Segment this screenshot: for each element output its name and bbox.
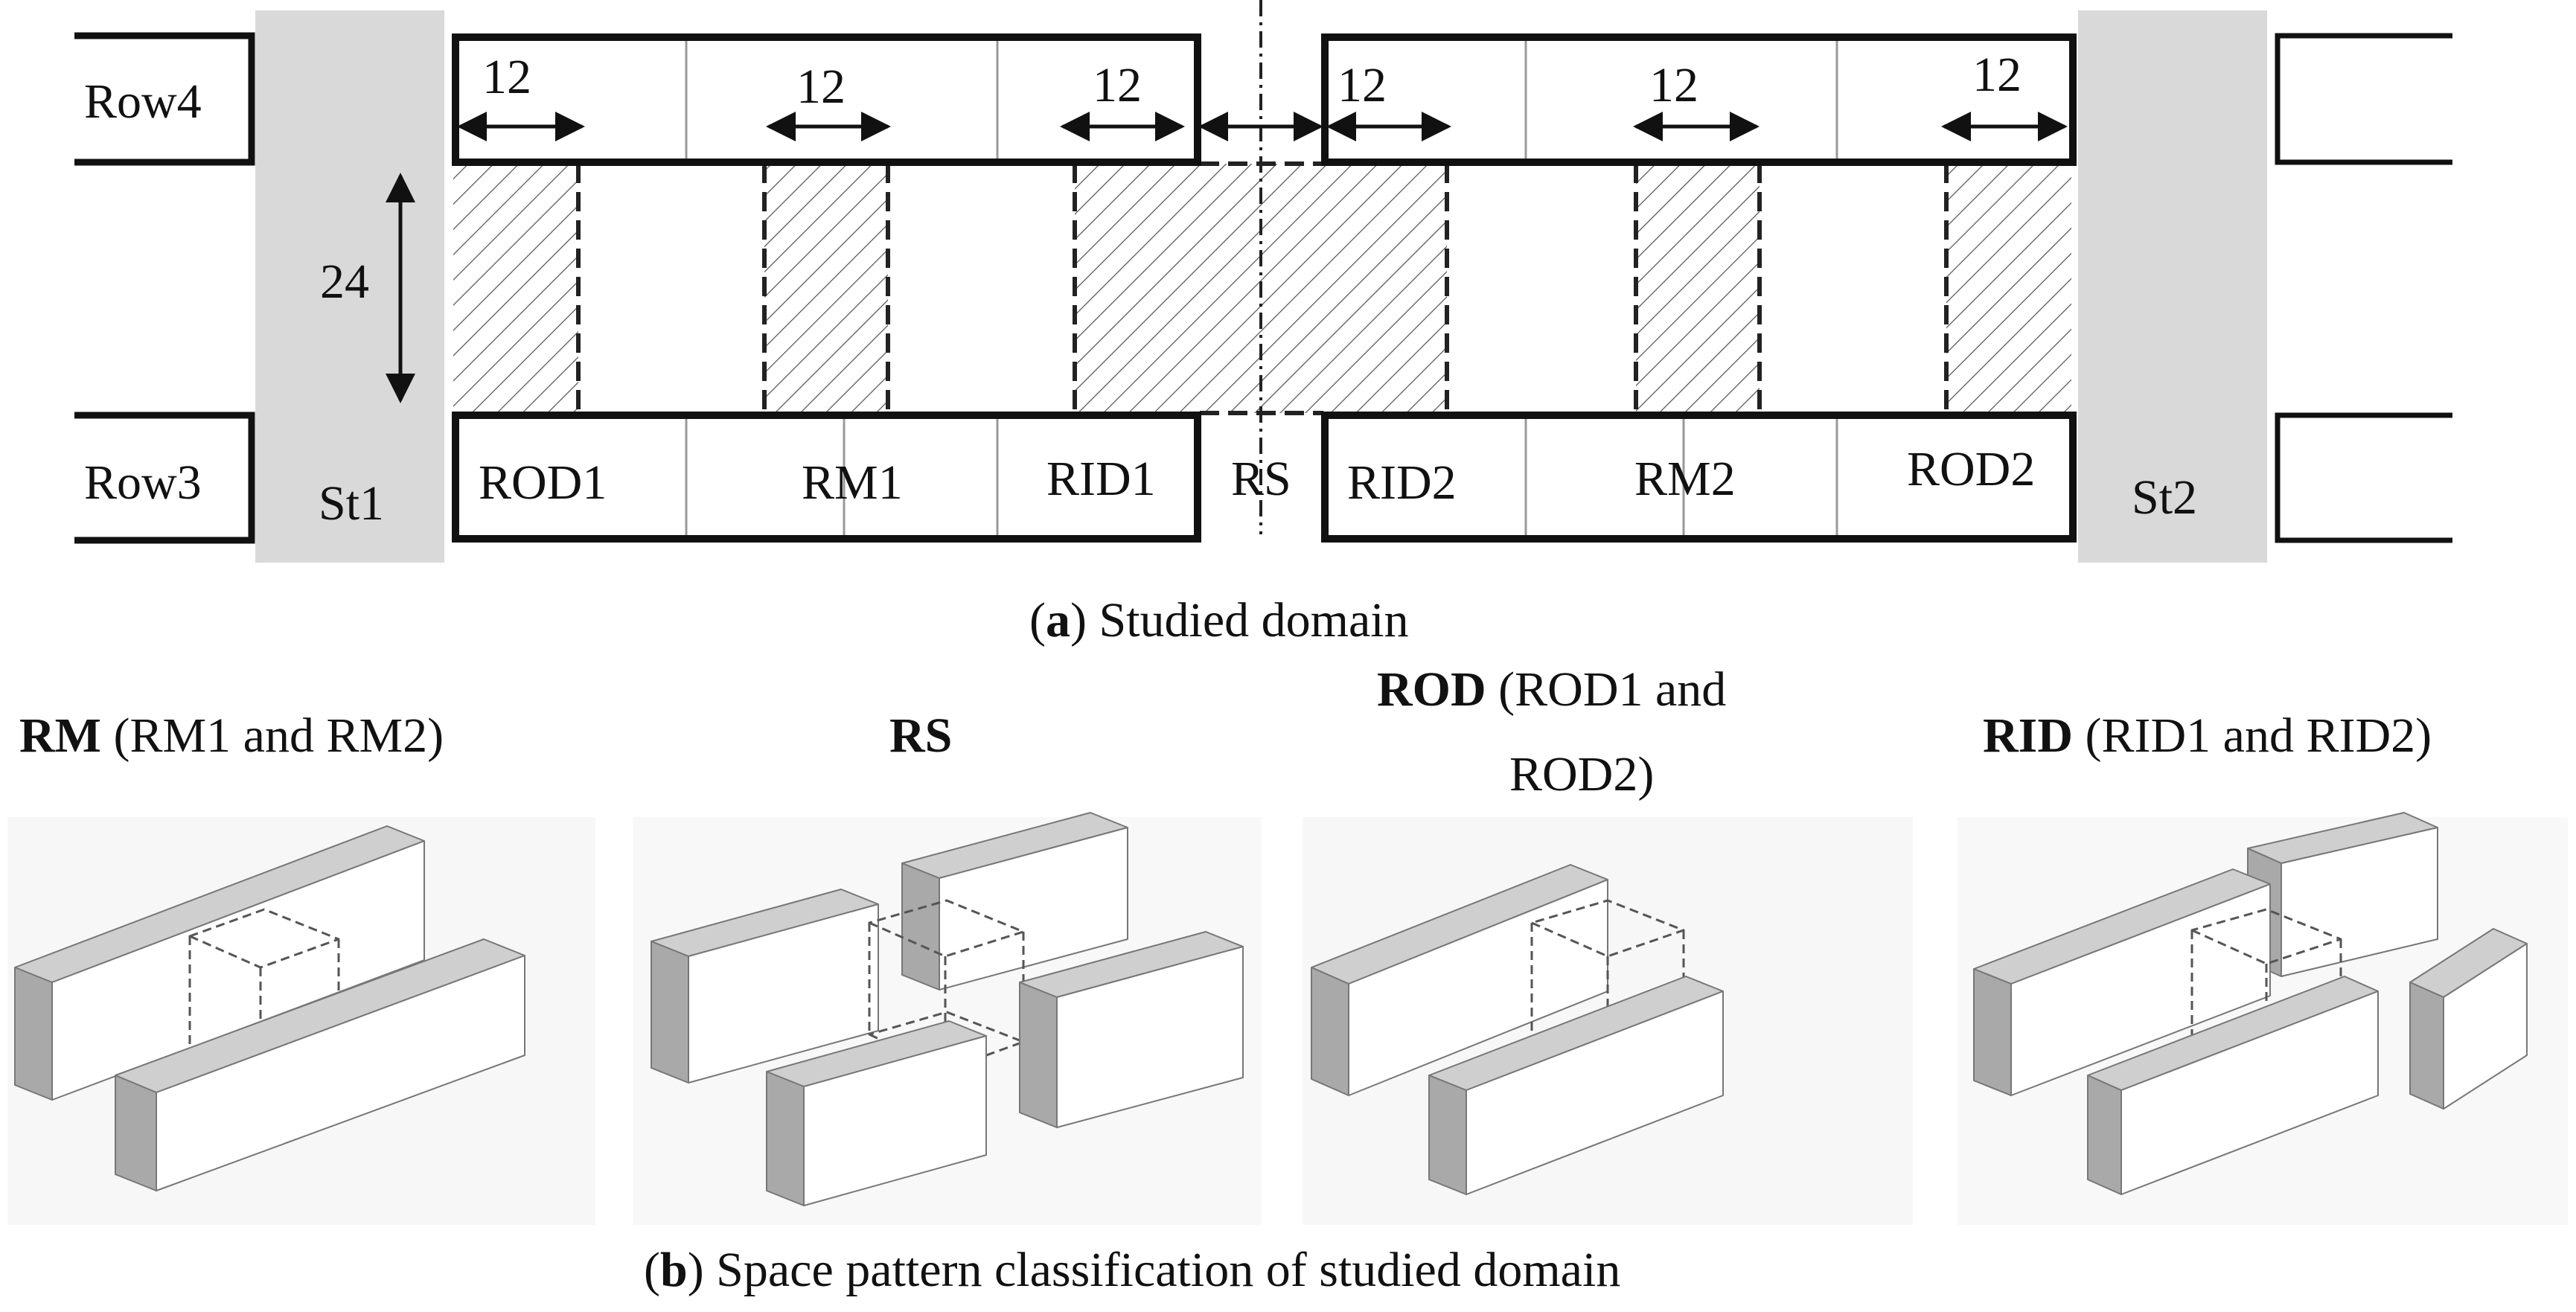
block-dividers [685,39,1838,537]
row-blocks [452,33,2077,543]
dim-label: 12 [482,50,531,104]
row3-label: Row3 [84,455,202,510]
panel-title-rid: RID (RID1 and RID2) [1983,708,2432,763]
dim-label: 12 [1649,58,1698,112]
row4-block-left [452,33,1201,166]
row4-label: Row4 [84,74,202,129]
street-width-label: 24 [320,255,369,309]
panel-title-rod: ROD (ROD1 and [1377,662,1726,717]
hatched-spaces [453,164,2071,413]
street-st2 [2078,10,2267,563]
panel-rid-illustration [1973,812,2528,1195]
dim-label: 12 [1972,48,2022,102]
zone-label: RS [1231,452,1291,506]
row3-right-block [2275,412,2452,543]
panel-rm-illustration [14,825,525,1191]
panel-title-rm: RM (RM1 and RM2) [19,708,444,763]
zone-label: RM2 [1634,452,1736,506]
caption-a: (a) Studied domain [1029,593,1409,647]
zone-label: RID1 [1046,452,1156,506]
row4-block-right [1321,33,2077,166]
zone-label: ROD1 [479,455,607,510]
panel-title-rs: RS [889,708,952,763]
dim-label: 12 [796,60,846,114]
street-st2-label: St2 [2132,470,2197,525]
dim-label: 12 [1337,58,1387,112]
panel-rod-illustration [1311,864,1724,1195]
row3-block-right [1321,412,2077,543]
row4-right-block [2275,33,2452,165]
part-a-plan: 12 12 12 12 12 12 24 Row4 Row3 St1 St2 R… [74,0,2452,647]
dimension-arrows [386,112,2068,403]
panel-rs-illustration [651,812,1244,1206]
dim-label: 12 [1093,58,1142,112]
street-st1-label: St1 [319,476,384,531]
caption-b: (b) Space pattern classification of stud… [644,1243,1620,1297]
part-b-panels: RM (RM1 and RM2) RS ROD (ROD1 and ROD2) … [7,662,2568,1297]
row3-left-block [74,412,255,544]
zone-label: ROD2 [1907,442,2035,496]
zone-label: RM1 [802,455,903,510]
panel-title-rod-line2: ROD2) [1509,747,1654,801]
zone-label: RID2 [1347,455,1457,510]
row4-left-block [74,32,255,166]
row3-block-left [452,412,1201,543]
